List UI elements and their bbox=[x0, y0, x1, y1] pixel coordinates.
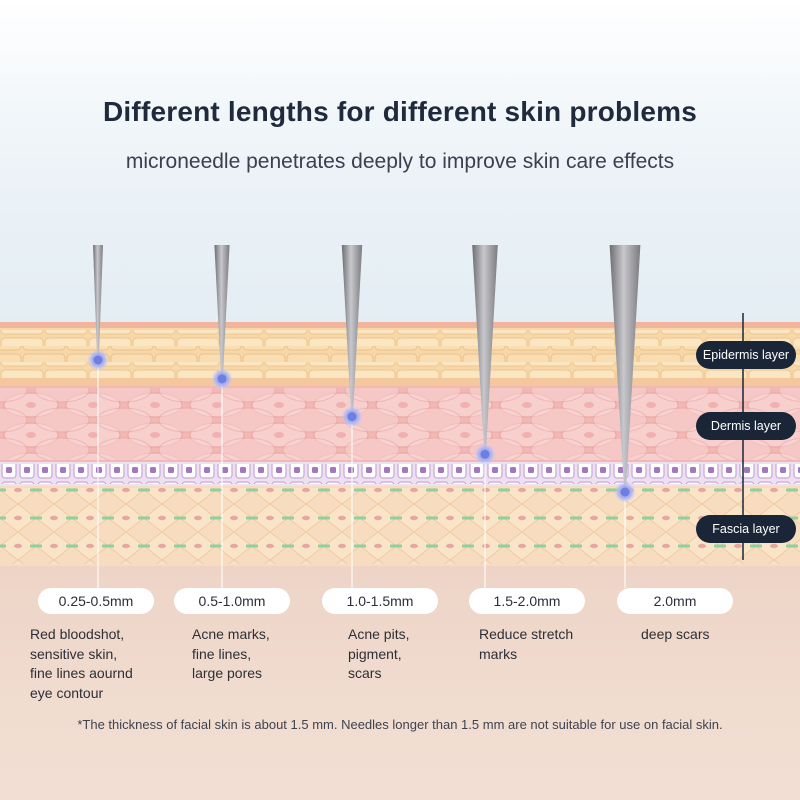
needle-tip-dot bbox=[480, 449, 490, 459]
needle-length-2: 0.5-1.0mm bbox=[174, 588, 290, 614]
layer-label-fascia: Fascia layer bbox=[696, 515, 796, 543]
skin-surface bbox=[0, 322, 800, 328]
needle-description-4: Reduce stretch marks bbox=[479, 626, 574, 662]
needle-description-5: deep scars bbox=[641, 626, 710, 642]
needle-length-5: 2.0mm bbox=[617, 588, 733, 614]
needle-length-1: 0.25-0.5mm bbox=[38, 588, 154, 614]
microneedle bbox=[214, 245, 230, 379]
needle-tip-dot bbox=[347, 412, 357, 422]
needle-description-2: Acne marks, fine lines, large pores bbox=[192, 626, 270, 681]
microneedle bbox=[93, 245, 103, 360]
page-title: Different lengths for different skin pro… bbox=[103, 96, 697, 127]
needle-tip-dot bbox=[93, 355, 103, 365]
needles-group bbox=[87, 245, 641, 504]
microneedle bbox=[472, 245, 498, 455]
footnote: *The thickness of facial skin is about 1… bbox=[77, 717, 723, 732]
needle-guides bbox=[97, 360, 626, 588]
needle-tip-dot bbox=[620, 487, 630, 497]
needle-description-1: Red bloodshot, sensitive skin, fine line… bbox=[30, 626, 133, 701]
layer-label-epidermis: Epidermis layer bbox=[696, 341, 796, 369]
needle-length-4: 1.5-2.0mm bbox=[469, 588, 585, 614]
page-subtitle: microneedle penetrates deeply to improve… bbox=[125, 150, 675, 173]
layer-label-dermis: Dermis layer bbox=[696, 412, 796, 440]
microneedle bbox=[341, 245, 363, 417]
microneedle bbox=[609, 245, 641, 493]
needle-length-3: 1.0-1.5mm bbox=[322, 588, 438, 614]
needle-description-3: Acne pits, pigment, scars bbox=[348, 626, 410, 681]
needle-tip-dot bbox=[217, 374, 227, 384]
sky-background bbox=[0, 0, 800, 325]
